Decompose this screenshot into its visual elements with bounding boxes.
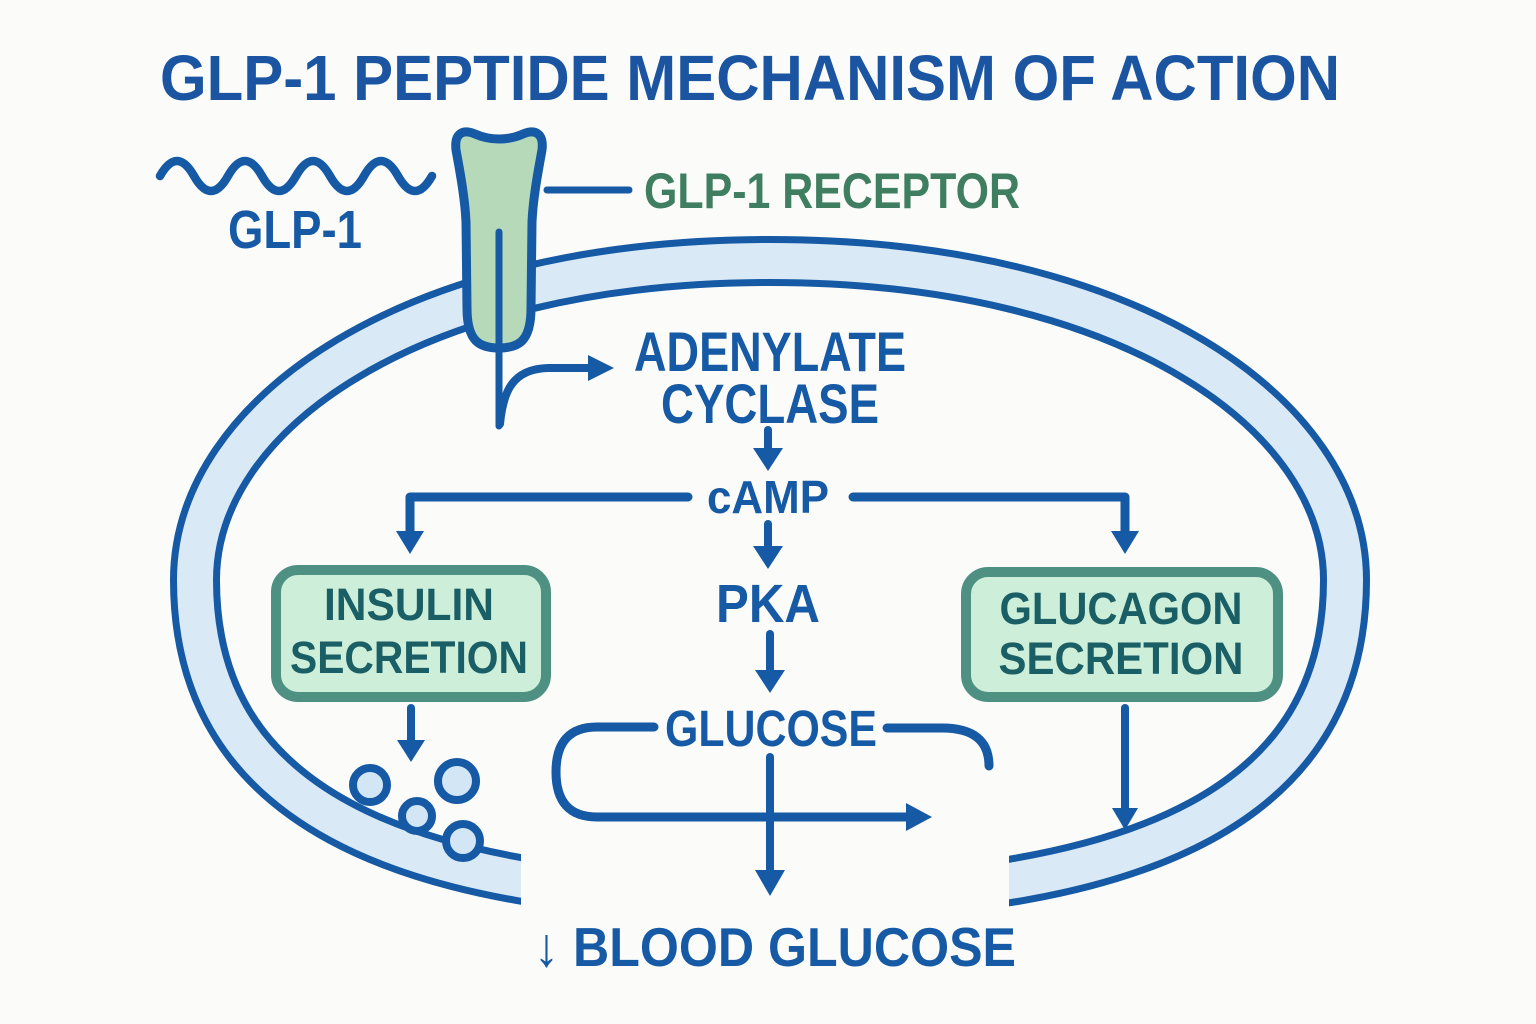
page-title: GLP-1 PEPTIDE MECHANISM OF ACTION [160, 42, 1340, 114]
granule-icon [349, 764, 391, 806]
glucagon-box-line1: GLUCAGON [1000, 583, 1243, 634]
granule-icon [398, 797, 436, 835]
glucagon-secretion-box: GLUCAGON SECRETION [961, 567, 1283, 702]
membrane-bottom-gap [521, 846, 1009, 952]
glucose-right-hook [882, 723, 994, 771]
granule-icon [442, 820, 484, 862]
glucose-uptake-arrowhead [906, 803, 932, 831]
insulin-box-line2: SECRETION [290, 632, 528, 683]
insulin-box-frame [271, 565, 551, 702]
cell-membrane [169, 235, 1371, 952]
pka-to-glucose-arrowhead [755, 670, 785, 693]
ac-to-camp-arrowhead [753, 448, 783, 471]
insulin-box-line1: INSULIN [324, 579, 494, 630]
insulin-release-arrowhead [397, 740, 425, 762]
receptor-to-ac-arrowhead [588, 355, 614, 381]
glucose-uptake-loop [551, 722, 913, 822]
camp-to-glucagon-branch [848, 492, 1130, 536]
camp-to-insulin-arrowhead [396, 531, 424, 554]
pathway-arrows [396, 426, 1139, 896]
glucagon-box-line2: SECRETION [999, 633, 1244, 684]
glucagon-box-frame [961, 567, 1283, 702]
blood-glucose-label: ↓ BLOOD GLUCOSE [534, 916, 1016, 978]
adenylate-cyclase-label-line1: ADENYLATE [634, 320, 906, 383]
glucose-label: GLUCOSE [665, 700, 877, 757]
insulin-secretion-box: INSULIN SECRETION [271, 565, 551, 702]
camp-to-insulin-branch [405, 492, 693, 536]
glucose-to-blood-arrowhead [755, 870, 785, 896]
adenylate-cyclase-label-line2: CYCLASE [661, 372, 879, 435]
insulin-granules [349, 758, 484, 862]
glp1-label: GLP-1 [228, 200, 362, 260]
camp-to-pka-arrowhead [753, 546, 783, 569]
camp-to-glucagon-arrowhead [1111, 531, 1139, 554]
camp-label: cAMP [707, 471, 829, 523]
glp1-receptor-shape [451, 127, 547, 430]
receptor-to-ac-arrow [496, 364, 594, 428]
glp1-receptor-label: GLP-1 RECEPTOR [644, 163, 1020, 219]
pka-label: PKA [716, 574, 820, 634]
glp1-peptide-wave-icon [155, 156, 437, 196]
granule-icon [434, 758, 480, 804]
glucagon-suppression-arrowhead [1112, 808, 1138, 830]
